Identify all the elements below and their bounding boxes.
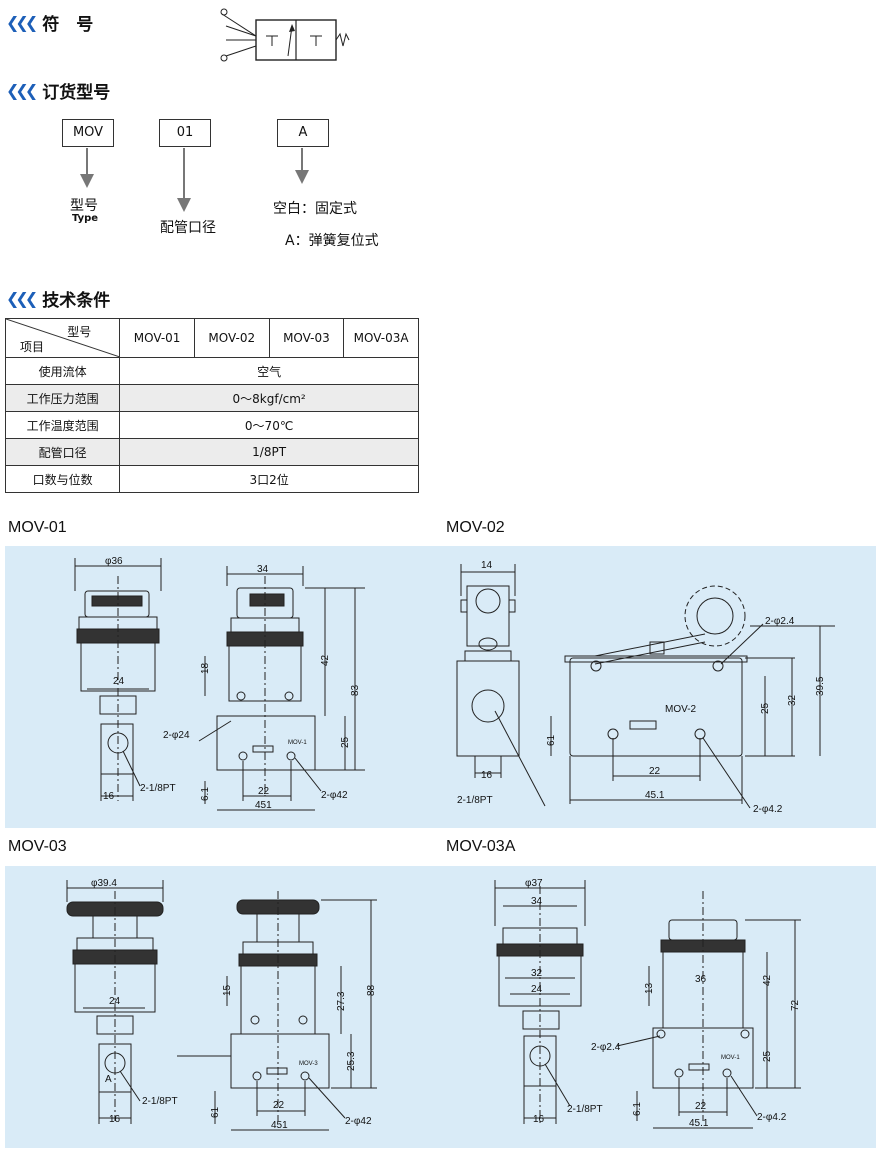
model-header: MOV-02 — [193, 318, 270, 358]
dim-label: 2-φ2.4 — [765, 616, 795, 627]
dim-label: 14 — [481, 560, 493, 571]
dim-label: 18 — [200, 662, 211, 674]
dim-label: 22 — [649, 766, 661, 777]
dim-label: 32 — [531, 968, 543, 979]
model-header: MOV-03 — [268, 318, 345, 358]
dim-label: φ36 — [105, 556, 123, 567]
dim-label: 22 — [695, 1101, 707, 1112]
dim-label: 25.3 — [346, 1051, 357, 1071]
dim-label: φ37 — [525, 878, 543, 889]
dim-label: 61 — [546, 734, 557, 746]
model-tag: MOV-2 — [665, 704, 697, 715]
dim-label: 42 — [762, 974, 773, 986]
label-fixed: 空白：固定式 — [273, 201, 357, 217]
dim-label: 32 — [787, 694, 798, 706]
drawing-title-mov03: MOV-03 — [8, 838, 67, 855]
model-tag: MOV-1 — [721, 1055, 740, 1061]
dim-label: 16 — [481, 770, 493, 781]
dim-label: 25 — [340, 736, 351, 748]
dim-label: 24 — [531, 984, 543, 995]
order-box-type: A — [277, 119, 329, 147]
dim-label: 2-φ24 — [163, 730, 190, 741]
section-specs-header: ❮❮❮ 技术条件 — [6, 289, 111, 311]
drawing-mov03-mov03a: φ39.4 24 A 2-1/8PT 16 15 27.3 88 25.3 61… — [66, 878, 801, 1131]
dim-label: 451 — [271, 1120, 288, 1131]
dim-label: 61 — [210, 1106, 221, 1118]
drawing-title-mov02: MOV-02 — [446, 519, 505, 536]
arrow-head-icon — [177, 198, 191, 212]
section-symbol-header: ❮❮❮ 符 号 — [6, 13, 94, 35]
dim-label: 88 — [366, 984, 377, 996]
label-type-en: Type — [72, 213, 99, 224]
model-header: MOV-01 — [119, 318, 195, 358]
dim-label: 2-1/8PT — [142, 1096, 178, 1107]
model-tag: MOV-3 — [299, 1061, 318, 1067]
dim-label: 2-φ4.2 — [757, 1112, 787, 1123]
model-tag: MOV-1 — [288, 740, 307, 746]
dim-label: 45.1 — [645, 790, 665, 801]
dim-label: 39.5 — [815, 676, 826, 696]
dim-label: 34 — [257, 564, 269, 575]
chevron-icon: ❮❮❮ — [6, 13, 38, 32]
dim-label: 24 — [109, 996, 121, 1007]
dim-label: 13 — [644, 982, 655, 994]
section-ordering-header: ❮❮❮ 订货型号 — [6, 81, 111, 103]
dim-label: 2-φ2.4 — [591, 1042, 621, 1053]
dim-label: 25 — [762, 1050, 773, 1062]
dim-label: 83 — [350, 684, 361, 696]
dim-label: 2-φ42 — [321, 790, 348, 801]
dim-label: 22 — [273, 1100, 285, 1111]
valve-symbol — [220, 8, 350, 62]
dim-label: 15 — [222, 984, 233, 996]
arrow-head-icon — [295, 170, 309, 184]
dim-label: A — [105, 1074, 112, 1085]
dim-label: 2-φ4.2 — [753, 804, 783, 815]
drawing-panel-bottom: φ39.4 24 A 2-1/8PT 16 15 27.3 88 25.3 61… — [5, 866, 876, 1148]
arrow-down-icon — [86, 148, 88, 176]
dim-label: φ39.4 — [91, 878, 117, 889]
dim-label: 16 — [109, 1114, 121, 1125]
dim-label: 2-1/8PT — [140, 783, 176, 794]
dim-label: 45.1 — [689, 1118, 709, 1129]
table-corner: 型号 项目 — [4, 318, 121, 358]
dim-label: 2-φ42 — [345, 1116, 372, 1127]
dim-label: 6.1 — [632, 1102, 643, 1116]
dim-label: 72 — [790, 999, 801, 1011]
dim-label: 27.3 — [336, 991, 347, 1011]
dim-label: 42 — [320, 654, 331, 666]
chevron-icon: ❮❮❮ — [6, 289, 38, 308]
dim-label: 6.1 — [200, 787, 211, 801]
label-spring: A：弹簧复位式 — [285, 233, 379, 249]
dim-label: 36 — [695, 974, 707, 985]
dim-label: 34 — [531, 896, 543, 907]
dim-label: 451 — [255, 800, 272, 811]
drawing-title-mov03a: MOV-03A — [446, 838, 516, 855]
table-row: 使用流体空气 — [4, 357, 419, 385]
label-port: 配管口径 — [160, 220, 216, 236]
dim-label: 22 — [258, 786, 270, 797]
chevron-icon: ❮❮❮ — [6, 81, 38, 100]
arrow-head-icon — [80, 174, 94, 188]
label-type-cn: 型号 — [70, 198, 98, 214]
drawing-title-mov01: MOV-01 — [8, 519, 67, 536]
drawing-mov01-mov02: φ36 24 16 2-1/8PT 34 18 42 83 25 2-φ24 6… — [74, 556, 835, 815]
model-header: MOV-03A — [343, 318, 419, 358]
order-box-port: 01 — [159, 119, 211, 147]
dim-label: 25 — [760, 702, 771, 714]
dim-label: 16 — [533, 1114, 545, 1125]
dim-label: 2-1/8PT — [567, 1104, 603, 1115]
dim-label: 24 — [113, 676, 125, 687]
drawing-panel-top: φ36 24 16 2-1/8PT 34 18 42 83 25 2-φ24 6… — [5, 546, 876, 828]
spec-table: 型号 项目 MOV-01 MOV-02 MOV-03 MOV-03A 使用流体空… — [4, 318, 419, 493]
dim-label: 2-1/8PT — [457, 795, 493, 806]
arrow-down-icon — [301, 148, 303, 172]
order-box-model: MOV — [62, 119, 114, 147]
dim-label: 16 — [103, 791, 115, 802]
arrow-down-icon — [183, 148, 185, 200]
